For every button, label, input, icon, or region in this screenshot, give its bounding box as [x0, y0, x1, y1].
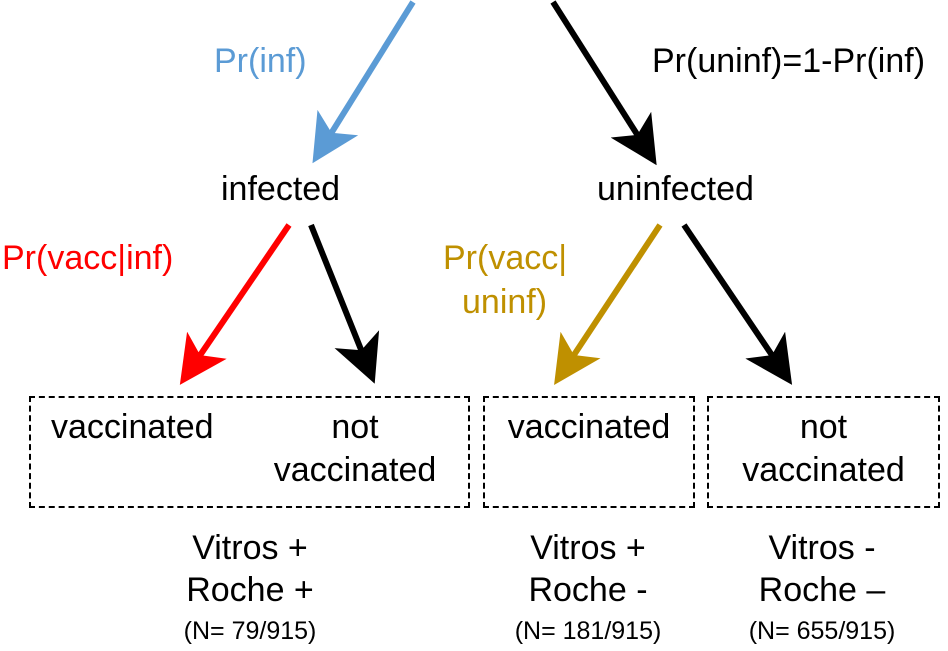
prob-vacc-inf-label: Pr(vacc|inf) — [2, 239, 174, 277]
prob-uninf-label: Pr(uninf)=1-Pr(inf) — [652, 42, 926, 80]
result-group3-count: (N= 655/915) — [748, 617, 896, 645]
result-group2-count: (N= 181/915) — [514, 617, 662, 645]
result-group1-vitros: Vitros + — [192, 529, 308, 567]
result-group3-vitros: Vitros - — [768, 529, 876, 567]
arrow-to-infected — [312, 0, 416, 164]
result-group1-count: (N= 79/915) — [183, 617, 317, 645]
node-infected: infected — [221, 170, 341, 208]
result-group1-roche: Roche + — [186, 571, 314, 609]
result-group2-roche: Roche - — [528, 571, 648, 609]
arrow-uninfected-not-vaccinated — [681, 223, 793, 385]
group-uninfected-not-vaccinated-line1: not — [799, 408, 848, 446]
group-infected-not-vaccinated-line2: vaccinated — [273, 451, 437, 489]
group-uninfected-not-vaccinated-line2: vaccinated — [742, 451, 905, 489]
result-group2-vitros: Vitros + — [530, 529, 646, 567]
group-infected-vaccinated: vaccinated — [51, 408, 214, 446]
result-group3-roche: Roche – — [758, 571, 886, 609]
box-uninfected-not-vaccinated — [707, 396, 940, 508]
box-uninfected-vaccinated — [483, 396, 695, 508]
arrow-infected-vaccinated — [179, 223, 292, 385]
prob-inf-label: Pr(inf) — [214, 42, 307, 80]
prob-vacc-uninf-label-line1: Pr(vacc| — [443, 239, 568, 277]
arrow-infected-not-vaccinated — [308, 223, 380, 384]
group-uninfected-vaccinated: vaccinated — [507, 408, 671, 446]
group-infected-not-vaccinated-line1: not — [331, 408, 379, 446]
arrow-to-uninfected — [550, 0, 657, 166]
prob-vacc-uninf-label-line2: uninf) — [462, 283, 548, 321]
arrow-uninfected-vaccinated — [554, 223, 663, 386]
box-infected — [29, 396, 470, 508]
node-uninfected: uninfected — [597, 170, 754, 208]
